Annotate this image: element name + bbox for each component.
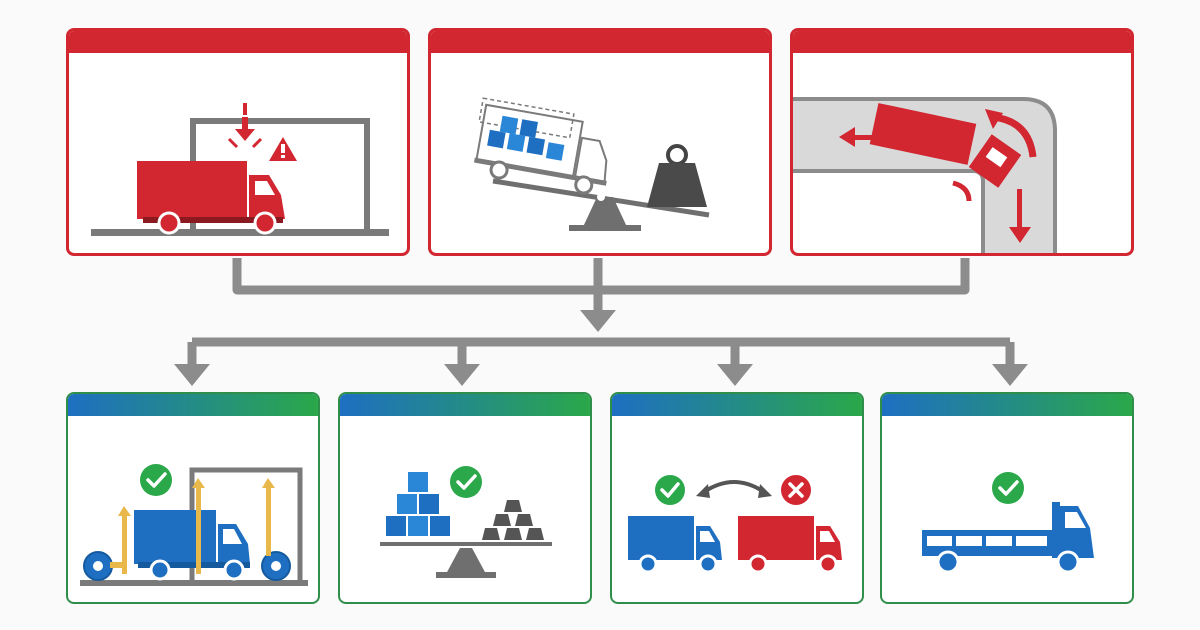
- solution-panel-flatbed-truck: [880, 392, 1134, 604]
- check-icon: [450, 466, 482, 498]
- truck-icon: [738, 516, 842, 574]
- solution-panel-choose-right-vehicle: [610, 392, 864, 604]
- balance-scale-icon: [380, 542, 552, 578]
- problem-panel-low-clearance: [66, 28, 410, 256]
- problem-panel-tight-turn: [790, 28, 1134, 256]
- connector-problem-1: [232, 258, 598, 295]
- panel-header-bar: [612, 394, 862, 416]
- ground-line: [91, 229, 389, 236]
- check-icon: [992, 472, 1024, 504]
- height-marker-icon: [118, 478, 275, 574]
- measuring-tape-icon: [83, 551, 291, 581]
- ingot-stack-icon: [482, 500, 544, 540]
- arrowhead-solution-4: [992, 364, 1028, 386]
- panel-header-bar: [68, 394, 318, 416]
- check-icon: [140, 464, 172, 496]
- solution-panel-balance-load: [338, 392, 592, 604]
- cargo-boxes-icon: [386, 472, 450, 536]
- swap-arrow-icon: [696, 480, 772, 498]
- truck-icon: [869, 103, 1022, 188]
- panel-header-bar: [431, 31, 769, 53]
- panel-header-bar: [793, 31, 1131, 53]
- arrowhead-merge: [580, 310, 616, 332]
- panel-header-bar: [882, 394, 1132, 416]
- truck-icon: [137, 161, 285, 235]
- down-arrow-icon: [227, 103, 263, 149]
- check-icon: [655, 475, 685, 505]
- arrowhead-solution-3: [717, 364, 753, 386]
- cargo-boxes-icon: [487, 115, 565, 161]
- ground-line: [80, 580, 308, 586]
- weight-icon: [647, 144, 707, 207]
- connector-problem-3: [598, 258, 970, 295]
- panel-header-bar: [340, 394, 590, 416]
- panel-header-bar: [69, 31, 407, 53]
- arrow-icon: [839, 109, 1037, 243]
- arrowhead-solution-1: [174, 364, 210, 386]
- warning-icon: [269, 137, 297, 161]
- truck-icon: [134, 510, 250, 581]
- cross-icon: [781, 475, 811, 505]
- seesaw-icon: [492, 178, 710, 231]
- problem-panel-overweight: [428, 28, 772, 256]
- arrowhead-solution-2: [444, 364, 480, 386]
- solution-panel-measure-clearance: [66, 392, 320, 604]
- flatbed-truck-icon: [922, 502, 1094, 574]
- truck-icon: [628, 516, 722, 574]
